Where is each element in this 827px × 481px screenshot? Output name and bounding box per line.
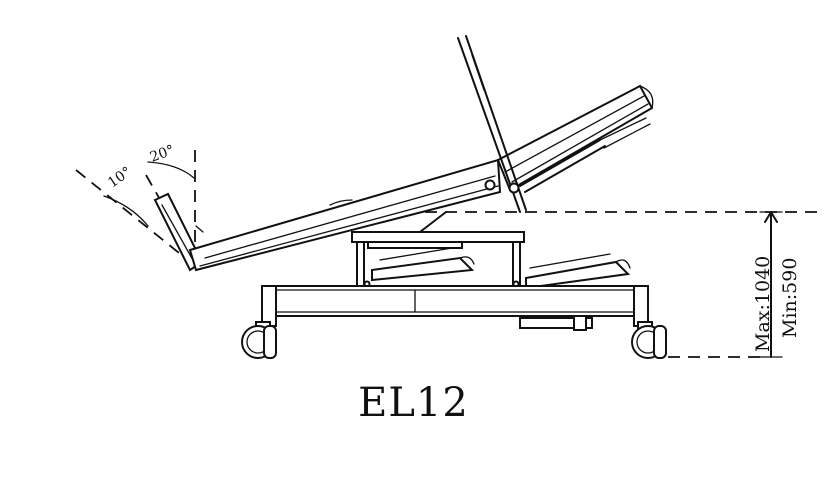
backrest bbox=[496, 84, 654, 192]
top-carriage bbox=[351, 231, 525, 289]
hinge-right bbox=[508, 182, 520, 194]
caster-right bbox=[631, 321, 667, 359]
head-support bbox=[457, 35, 527, 213]
min-height-label: Min:590 bbox=[779, 258, 801, 338]
model-name: EL12 bbox=[358, 380, 469, 426]
height-dimension bbox=[759, 211, 783, 358]
hinge-left bbox=[484, 179, 496, 191]
angle-label-10: 10° bbox=[105, 164, 135, 191]
lift-motor bbox=[519, 315, 593, 331]
backrest-actuator bbox=[519, 117, 651, 193]
base-frame bbox=[261, 285, 649, 327]
frame-strut bbox=[419, 211, 447, 233]
max-height-label: Max:1040 bbox=[752, 256, 774, 352]
lift-arms bbox=[371, 247, 631, 290]
mattress bbox=[188, 158, 502, 272]
caster-left bbox=[241, 321, 277, 359]
angle-label-20: 20° bbox=[148, 142, 177, 166]
